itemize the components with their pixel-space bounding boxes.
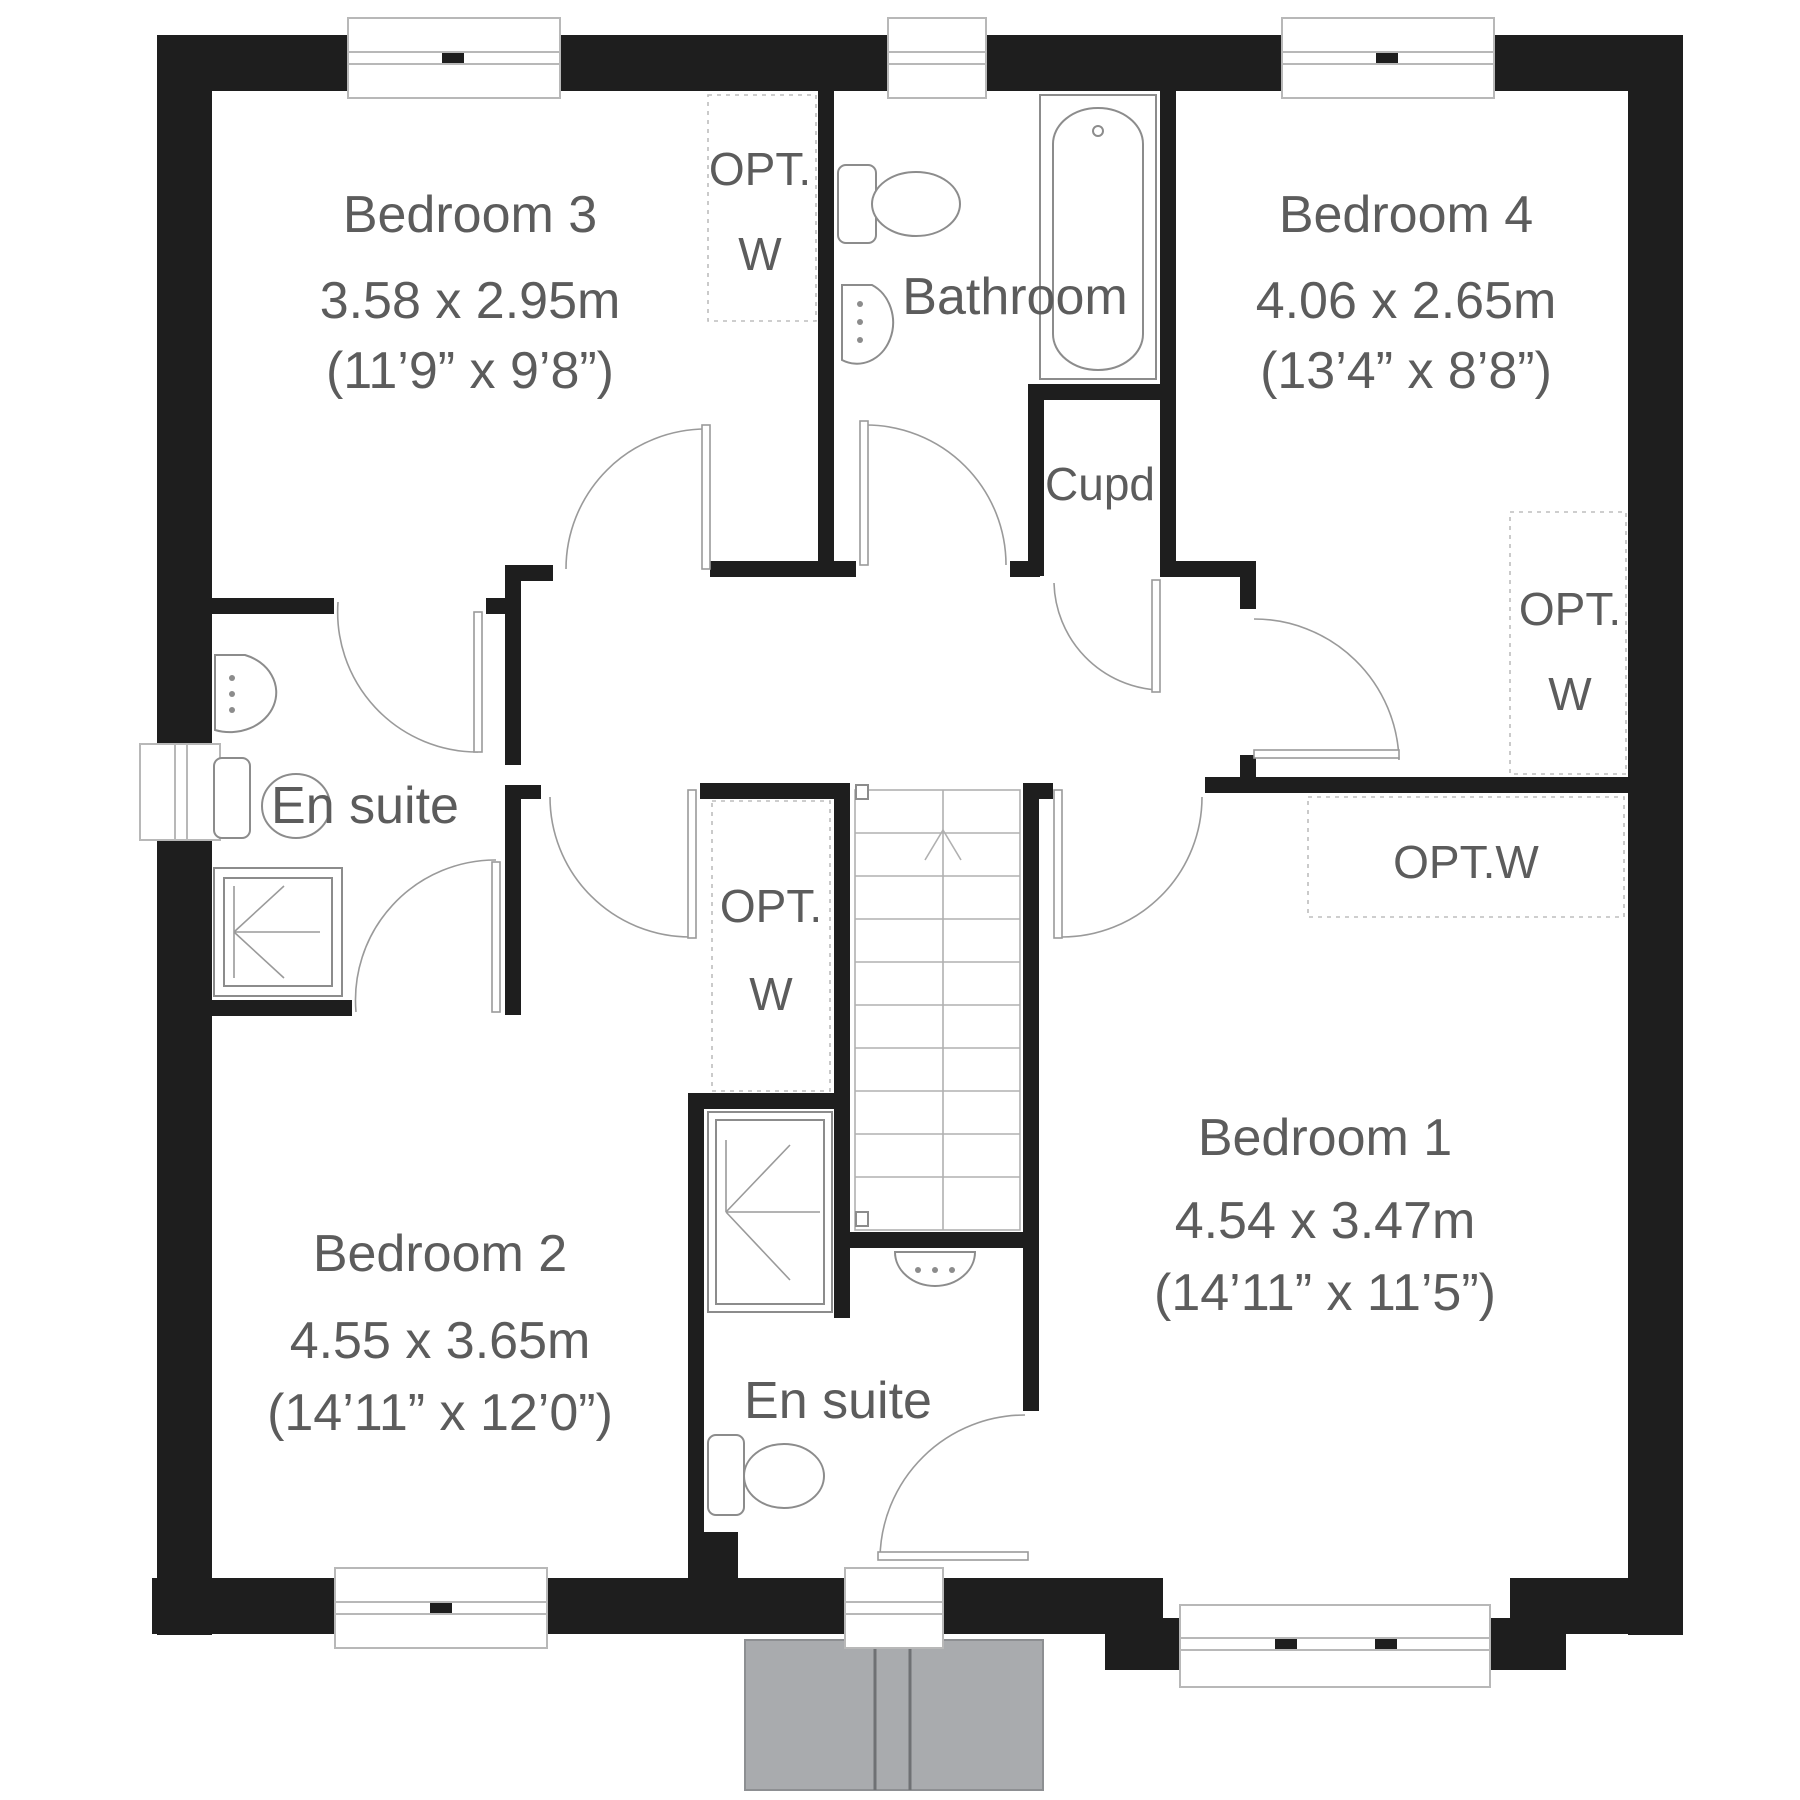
toilet-icon <box>707 1434 825 1516</box>
opt-wardrobe-landing-line2: W <box>749 968 793 1020</box>
opt-wardrobe-bed4-line2: W <box>1548 668 1592 720</box>
opt-wardrobe-bed1: OPT.W <box>1393 836 1539 888</box>
window-ensuite-left <box>139 743 221 841</box>
bedroom4-metric: 4.06 x 2.65m <box>1256 272 1557 330</box>
ensuite-left-name: En suite <box>271 777 459 835</box>
staircase-icon <box>854 784 1021 1231</box>
bedroom4-name: Bedroom 4 <box>1279 186 1533 244</box>
window-ensuite-main <box>844 1567 944 1649</box>
optional-wardrobe-outlines <box>707 94 1627 1092</box>
bedroom2-name: Bedroom 2 <box>313 1225 567 1283</box>
window-bedroom1-bay <box>1179 1604 1491 1688</box>
bedroom3-name: Bedroom 3 <box>343 186 597 244</box>
bedroom2-imperial: (14’11” x 12’0”) <box>267 1384 613 1442</box>
up-arrow-icon <box>924 828 962 861</box>
interior-walls <box>212 91 1628 1593</box>
porch-canopy-icon <box>744 1639 1044 1791</box>
bedroom1-imperial: (14’11” x 11’5”) <box>1154 1264 1496 1322</box>
basin-icon <box>841 284 895 365</box>
opt-wardrobe-bed3-line1: OPT. <box>709 143 811 195</box>
bedroom1-name: Bedroom 1 <box>1198 1109 1452 1167</box>
opt-wardrobe-bed3-line2: W <box>738 228 782 280</box>
toilet-icon <box>837 164 961 244</box>
basin-icon <box>893 1251 977 1287</box>
sanitaryware <box>213 94 1157 1516</box>
window-bedroom4 <box>1281 17 1495 99</box>
shower-tray-icon <box>707 1111 833 1313</box>
window-bathroom <box>887 17 987 99</box>
ensuite-main-name: En suite <box>744 1372 932 1430</box>
window-bedroom2 <box>334 1567 548 1649</box>
bedroom4-imperial: (13’4” x 8’8”) <box>1260 342 1552 400</box>
bedroom3-metric: 3.58 x 2.95m <box>320 272 621 330</box>
windows <box>139 17 1495 1688</box>
room-labels: Bedroom 3 3.58 x 2.95m (11’9” x 9’8”) Be… <box>267 143 1621 1442</box>
bedroom1-metric: 4.54 x 3.47m <box>1175 1192 1476 1250</box>
cupboard-name: Cupd <box>1045 458 1155 510</box>
doors <box>336 420 1400 1561</box>
opt-wardrobe-bed4-line1: OPT. <box>1519 583 1621 635</box>
bedroom3-imperial: (11’9” x 9’8”) <box>326 342 614 400</box>
bath-icon <box>1039 94 1157 380</box>
basin-icon <box>214 654 278 734</box>
bathroom-name: Bathroom <box>902 268 1127 326</box>
toilet-icon <box>213 757 331 839</box>
opt-wardrobe-landing-line1: OPT. <box>720 880 822 932</box>
shower-tray-icon <box>213 867 343 997</box>
window-bedroom3 <box>347 17 561 99</box>
bedroom2-metric: 4.55 x 3.65m <box>290 1312 591 1370</box>
